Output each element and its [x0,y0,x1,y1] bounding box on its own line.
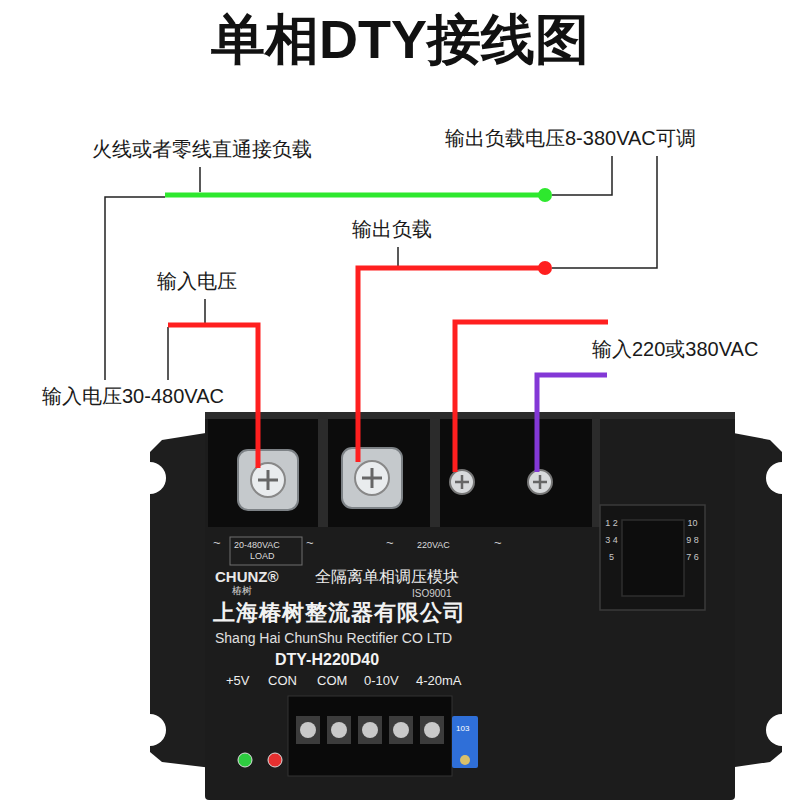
brand-logo: CHUNZ® [215,568,279,585]
leader-line [199,167,201,192]
signal-label: CON [268,674,297,689]
mounting-notch [766,462,798,494]
signal-label: +5V [226,674,250,689]
terminal-screw [300,722,316,738]
wire-label: 输入电压 [157,270,237,293]
terminal-partition [430,412,440,527]
company-name: 上海椿树整流器有限公司 [213,600,466,625]
brand-name: 椿树 [232,585,252,597]
wire-terminal-dot [538,188,552,202]
leader-line [552,156,612,195]
screw-slot [533,475,547,489]
signal-label: 0-10V [364,674,399,689]
screw-plate [342,448,402,508]
terminal-cell [420,716,444,744]
module-body: CHUNZ®椿树 全隔离单相调压模块 ISO9001上海椿树整流器有限公司 Shang… [205,412,735,800]
purple-wire [537,375,607,472]
signal-label: 4-20mA [416,674,462,689]
terminal-screw [424,722,440,738]
potentiometer-knob [460,755,470,765]
red-wire [358,268,545,462]
terminal-partition [592,412,600,527]
leader-line [397,247,399,266]
signal-label: COM [317,674,347,689]
screw-head [450,470,474,494]
mounting-notch [134,714,166,746]
wiring [105,156,657,472]
module-housing [134,412,798,800]
terminal-cell [296,716,320,744]
control-terminals [238,696,478,776]
terminal-partition [318,412,328,527]
wire-terminal-dot [538,261,552,275]
screw-slot [455,475,469,489]
terminal-screw [393,722,409,738]
led-red [268,753,282,767]
voltage-rating: 20-480VAC [234,540,280,550]
ac-symbol: ~ [494,536,502,551]
power-screws [238,448,552,510]
screw-slot [258,470,278,490]
wire-label: 输出负载 [352,218,432,241]
leader-line [552,156,657,268]
wire-label: 火线或者零线直通接负载 [92,138,312,161]
terminal-cell [327,716,351,744]
pin-numbers: 10 9 8 7 6 [685,515,700,566]
mounting-notch [766,714,798,746]
company-name-en: Shang Hai ChunShu Rectifier CO LTD [215,630,452,646]
ac-symbol: ~ [386,536,394,551]
transformer-cover [622,520,684,596]
screw-slot [362,468,382,488]
mounting-notch [134,462,166,494]
housing-lip [205,412,735,419]
potentiometer-marking: 103 [456,724,469,733]
terminal-strip [288,696,452,776]
diagram-title: 单相DTY接线图 [0,10,800,69]
terminal-screw [331,722,347,738]
wire-label: 输入220或380VAC [592,338,758,361]
terminal-label: LOAD [250,551,275,561]
screw-head [251,463,285,497]
terminal-cell [389,716,413,744]
model-number: DTY-H220D40 [275,651,379,669]
red-wire [455,322,608,472]
green-wire [165,193,545,198]
ac-symbol: ~ [306,536,314,551]
leader-line [204,299,206,323]
leader-line [105,197,165,380]
transformer-case [600,505,705,610]
transformer-box: 1 2 3 4 5 10 9 8 7 6 [600,505,705,610]
leader-line [167,327,169,380]
potentiometer [452,716,478,768]
wire-label: 输入电压30-480VAC [42,385,224,408]
voltage-rating: 220VAC [417,540,450,550]
ac-symbol: ~ [213,536,221,551]
rating-plate [230,537,302,565]
screw-head [528,470,552,494]
screw-plate [238,450,298,510]
product-name: 全隔离单相调压模块 [315,568,459,586]
led-green [238,753,252,767]
screw-head [355,461,389,495]
wire-label: 输出负载电压8-380VAC可调 [445,127,696,150]
terminal-cell [358,716,382,744]
terminal-screw [362,722,378,738]
pin-numbers: 1 2 3 4 5 [605,515,618,566]
certification: ISO9001 [412,588,451,600]
housing-body [205,412,735,800]
